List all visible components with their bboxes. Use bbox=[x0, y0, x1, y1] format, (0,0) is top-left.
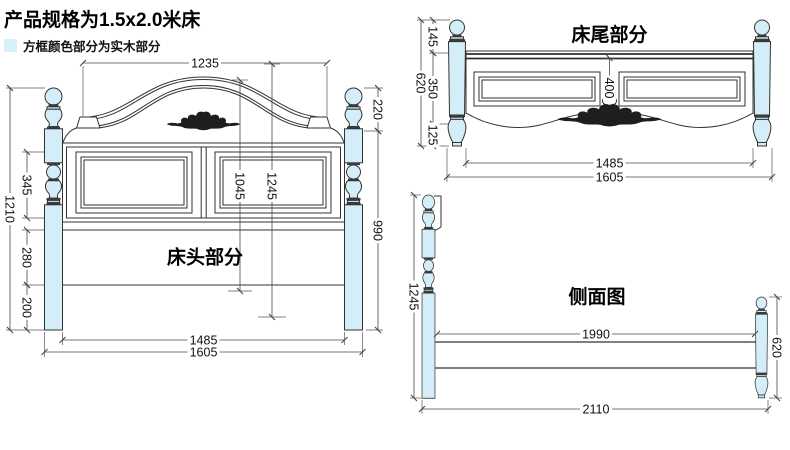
footboard-view: 145 350 125 620 400 1485 bbox=[414, 16, 776, 185]
dim-label-headboard-outer-width: 1605 bbox=[187, 345, 220, 360]
footboard-panel-left bbox=[473, 71, 601, 107]
dim-label-headboard-panel-height: 345 bbox=[20, 172, 34, 198]
side-headboard-post bbox=[421, 194, 436, 399]
side-footboard-post bbox=[754, 296, 769, 399]
dim-label-footboard-foot-height: 125 bbox=[426, 122, 440, 148]
dim-label-headboard-leg-height: 200 bbox=[20, 295, 34, 320]
legend-label: 方框颜色部分为实木部分 bbox=[23, 40, 161, 54]
svg-text:1210: 1210 bbox=[3, 195, 17, 223]
svg-text:1485: 1485 bbox=[596, 157, 624, 171]
headboard-view: 1235 220 990 1210 345 280 bbox=[3, 56, 385, 360]
dim-label-headboard-board-height-inner: 1045 bbox=[233, 170, 247, 202]
svg-text:345: 345 bbox=[20, 175, 34, 196]
dim-label-headboard-rail-height: 280 bbox=[20, 245, 34, 270]
dim-label-headboard-board-height-outer: 1245 bbox=[265, 170, 279, 202]
svg-text:990: 990 bbox=[371, 220, 385, 241]
legend: 方框颜色部分为实木部分 bbox=[4, 36, 200, 55]
svg-text:2110: 2110 bbox=[583, 403, 610, 417]
dim-label-headboard-inner-width: 1485 bbox=[187, 333, 220, 348]
side-view: 1245 1990 2110 620 侧面图 bbox=[407, 191, 784, 417]
dim-label-footboard-outer-width: 1605 bbox=[593, 170, 626, 185]
svg-text:350: 350 bbox=[426, 78, 440, 99]
headboard-post-left bbox=[44, 87, 63, 331]
svg-text:1045: 1045 bbox=[233, 172, 247, 200]
side-headboard-edge-profile bbox=[433, 195, 442, 232]
header: 产品规格为1.5x2.0米床 方框颜色部分为实木部分 bbox=[4, 5, 200, 55]
footboard-title: 床尾部分 bbox=[571, 23, 647, 46]
dim-label-footboard-center-height: 400 bbox=[602, 75, 616, 101]
dim-label-headboard-total-height: 1210 bbox=[3, 193, 17, 225]
svg-text:620: 620 bbox=[414, 73, 428, 94]
headboard-title: 床头部分 bbox=[167, 246, 243, 269]
svg-text:1990: 1990 bbox=[582, 328, 610, 342]
dim-label-footboard-inner-width: 1485 bbox=[593, 156, 626, 171]
svg-text:620: 620 bbox=[770, 337, 784, 358]
svg-text:1605: 1605 bbox=[596, 171, 624, 185]
headboard-carving-ornament bbox=[166, 111, 241, 131]
dim-label-headboard-finial-height: 220 bbox=[371, 97, 385, 122]
headboard-panel-left bbox=[75, 151, 193, 214]
dim-label-footboard-total-height: 620 bbox=[414, 70, 428, 96]
svg-text:400: 400 bbox=[602, 78, 616, 99]
svg-text:125: 125 bbox=[426, 125, 440, 146]
arch-end-cap-right bbox=[306, 116, 332, 129]
footboard-post-right bbox=[752, 19, 772, 147]
headboard-post-right bbox=[344, 87, 363, 331]
side-title: 侧面图 bbox=[568, 286, 625, 308]
dim-label-side-post-height: 1245 bbox=[407, 280, 421, 313]
dim-label-footboard-panel-height: 350 bbox=[426, 76, 440, 101]
dim-label-side-total-length: 2110 bbox=[580, 402, 612, 417]
svg-text:1245: 1245 bbox=[407, 283, 421, 311]
wood-color-swatch bbox=[4, 39, 17, 52]
footboard-panel-right bbox=[618, 71, 746, 107]
svg-text:1235: 1235 bbox=[191, 57, 219, 71]
svg-text:220: 220 bbox=[371, 99, 385, 120]
svg-text:1245: 1245 bbox=[265, 172, 279, 200]
dim-label-side-rail-length: 1990 bbox=[580, 327, 612, 342]
svg-text:280: 280 bbox=[20, 247, 34, 268]
headboard-arch bbox=[62, 76, 345, 143]
dim-label-headboard-lower-post-height: 990 bbox=[371, 218, 385, 243]
svg-text:1605: 1605 bbox=[190, 346, 218, 360]
svg-text:200: 200 bbox=[20, 297, 34, 318]
svg-text:145: 145 bbox=[426, 26, 440, 47]
svg-text:1485: 1485 bbox=[190, 334, 218, 348]
footboard-post-left bbox=[447, 19, 467, 147]
dim-label-side-foot-post-height: 620 bbox=[770, 335, 784, 360]
arch-end-cap-left bbox=[75, 116, 101, 129]
page-title: 产品规格为1.5x2.0米床 bbox=[4, 10, 201, 31]
dim-label-footboard-finial-height: 145 bbox=[426, 24, 440, 49]
dim-label-headboard-arch-width: 1235 bbox=[189, 56, 221, 71]
